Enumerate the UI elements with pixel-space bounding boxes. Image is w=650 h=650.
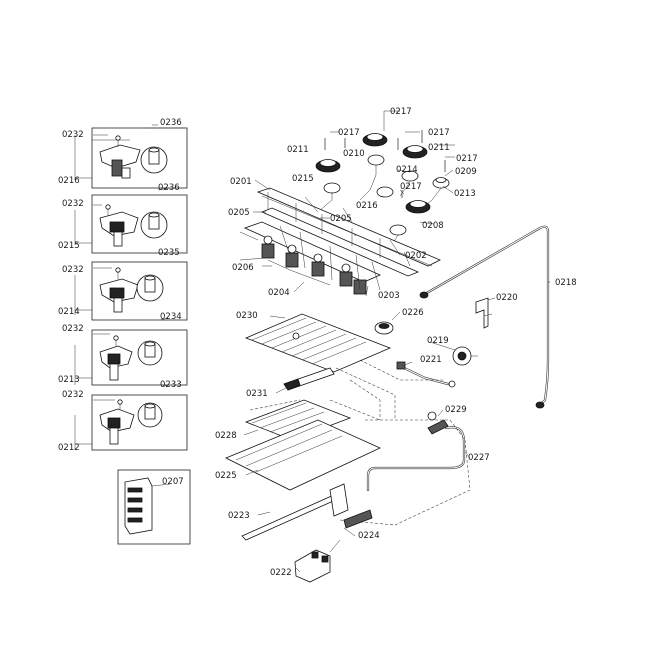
label-0201: 0201 (230, 177, 252, 187)
label-0215-a: 0215 (58, 241, 80, 251)
label-0210: 0210 (343, 149, 365, 159)
leader-lines (243, 110, 550, 573)
valve-assembly-0216 (91, 127, 188, 189)
label-0216-a: 0216 (58, 176, 80, 186)
valve-assembly-0213 (91, 329, 188, 386)
ring-0226 (374, 321, 394, 335)
label-0229: 0229 (445, 405, 467, 415)
label-0225: 0225 (215, 471, 237, 481)
burner-0211-right (401, 145, 428, 182)
burner-0209 (432, 177, 450, 189)
label-0232-d: 0232 (62, 324, 84, 334)
label-0213-b: 0213 (454, 189, 476, 199)
valve-column (74, 124, 191, 545)
label-0217-a: 0217 (390, 107, 412, 117)
valve-assembly-0215 (91, 194, 188, 254)
label-0220: 0220 (496, 293, 518, 303)
label-0236-a: 0236 (160, 118, 182, 128)
burner-0216-mid (376, 186, 394, 198)
label-0211-b: 0211 (428, 143, 450, 153)
label-0236-b: 0236 (158, 183, 180, 193)
label-0208: 0208 (422, 221, 444, 231)
label-0207: 0207 (162, 477, 184, 487)
label-0232-b: 0232 (62, 199, 84, 209)
label-0204: 0204 (268, 288, 290, 298)
label-0232-e: 0232 (62, 390, 84, 400)
valve-assembly-0212 (91, 394, 188, 451)
label-0228: 0228 (215, 431, 237, 441)
label-0227: 0227 (468, 453, 490, 463)
thermostat-0219 (452, 346, 478, 366)
label-0212: 0212 (58, 443, 80, 453)
label-0206: 0206 (232, 263, 254, 273)
label-0213-a: 0213 (58, 375, 80, 385)
label-0222: 0222 (270, 568, 292, 578)
label-0202: 0202 (405, 251, 427, 261)
label-0215-b: 0215 (292, 174, 314, 184)
label-0217-e: 0217 (400, 182, 422, 192)
label-0214-a: 0214 (58, 307, 80, 317)
label-0205-b: 0205 (330, 214, 352, 224)
burner-0211-left (315, 159, 341, 200)
label-0218: 0218 (555, 278, 577, 288)
label-0226: 0226 (402, 308, 424, 318)
burner-cluster (310, 130, 450, 249)
label-0217-b: 0217 (338, 128, 360, 138)
label-0217-c: 0217 (428, 128, 450, 138)
label-0216-b: 0216 (356, 201, 378, 211)
label-0211-a: 0211 (287, 145, 309, 155)
label-0232-a: 0232 (62, 130, 84, 140)
valve-assembly-0214 (91, 261, 188, 321)
gas-pipes (366, 225, 550, 492)
label-0224: 0224 (358, 531, 380, 541)
label-0232-c: 0232 (62, 265, 84, 275)
label-0221: 0221 (420, 355, 442, 365)
ignition-module-0207 (117, 469, 191, 545)
label-0234: 0234 (160, 312, 182, 322)
label-0235: 0235 (158, 248, 180, 258)
label-0219: 0219 (427, 336, 449, 346)
label-0203: 0203 (378, 291, 400, 301)
bracket-0220 (475, 297, 493, 329)
label-0214-b: 0214 (396, 165, 418, 175)
label-0217-d: 0217 (456, 154, 478, 164)
label-0209: 0209 (455, 167, 477, 177)
part-labels: 0232 0236 0216 0236 0232 0215 0235 0232 … (58, 107, 577, 578)
label-0205-a: 0205 (228, 208, 250, 218)
label-0223: 0223 (228, 511, 250, 521)
label-0233: 0233 (160, 380, 182, 390)
burner-0210 (362, 133, 388, 175)
burner-0208 (389, 200, 431, 236)
label-0231: 0231 (246, 389, 268, 399)
oven-burner-assembly (225, 313, 471, 583)
manifold-frame (239, 187, 441, 295)
label-0230: 0230 (236, 311, 258, 321)
